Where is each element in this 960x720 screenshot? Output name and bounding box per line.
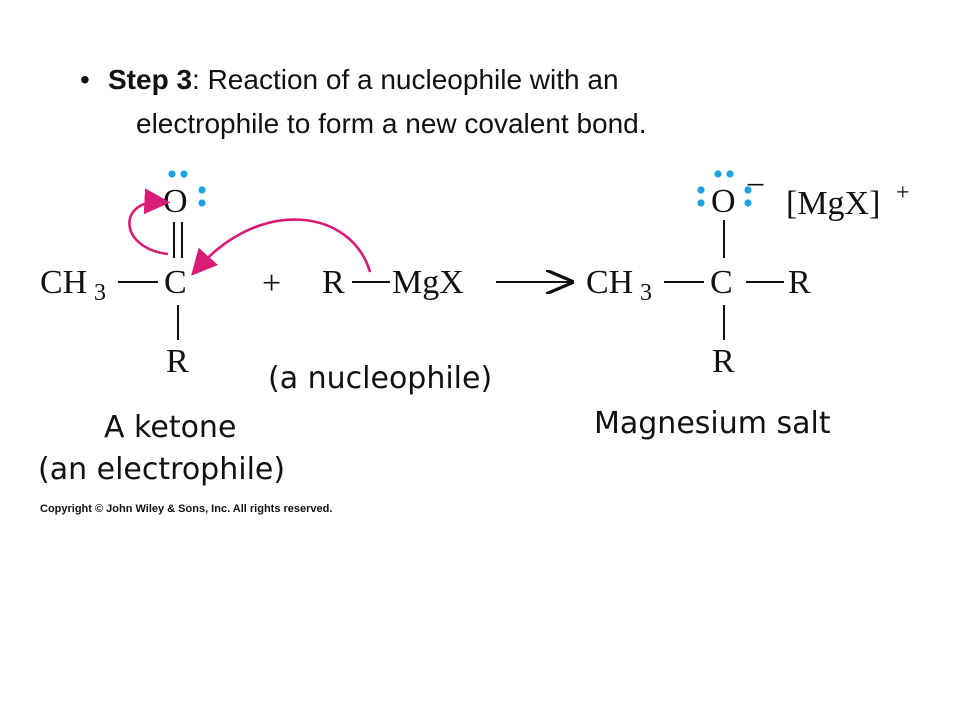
ketone-caption: A ketone bbox=[104, 410, 237, 445]
ketone-r: R bbox=[166, 343, 189, 380]
step-description: • Step 3: Reaction of a nucleophile with… bbox=[80, 58, 828, 146]
nucleophile-curved-arrow bbox=[191, 218, 372, 276]
product-carbon: C bbox=[710, 264, 733, 301]
ketone-carbon: C bbox=[164, 264, 187, 301]
grignard-mgx: MgX bbox=[392, 264, 464, 301]
ketone-ch3: CH bbox=[40, 264, 87, 301]
ketone-ch3-subscript: 3 bbox=[94, 280, 106, 306]
product-oxygen-charge: − bbox=[746, 167, 765, 204]
reaction-scheme: CH 3 C O R + R MgX CH 3 C R O − [MgX] bbox=[40, 167, 910, 380]
product-oxygen-lone-pairs bbox=[697, 170, 752, 207]
step-label: Step 3 bbox=[108, 64, 193, 95]
product-oxygen: O bbox=[711, 183, 736, 220]
product-counterion: [MgX] bbox=[786, 185, 880, 222]
electrophile-caption: (an electrophile) bbox=[38, 452, 286, 487]
plus-sign: + bbox=[262, 265, 281, 302]
step-text-line1: : Reaction of a nucleophile with an bbox=[192, 64, 619, 95]
product-ch3-subscript: 3 bbox=[640, 280, 652, 306]
nucleophile-caption: (a nucleophile) bbox=[268, 361, 493, 396]
product-counterion-charge: + bbox=[896, 180, 910, 206]
pi-bond-curved-arrow bbox=[128, 188, 171, 256]
ketone-oxygen: O bbox=[163, 183, 188, 220]
ketone-oxygen-lone-pairs bbox=[168, 170, 206, 207]
product-ch3: CH bbox=[586, 264, 633, 301]
product-caption: Magnesium salt bbox=[594, 406, 831, 441]
product-r-right: R bbox=[788, 264, 811, 301]
copyright-notice: Copyright © John Wiley & Sons, Inc. All … bbox=[40, 503, 333, 515]
step-text-line2: electrophile to form a new covalent bond… bbox=[136, 108, 647, 139]
grignard-r: R bbox=[322, 264, 345, 301]
bullet-marker: • bbox=[80, 64, 90, 95]
product-r-bottom: R bbox=[712, 343, 735, 380]
